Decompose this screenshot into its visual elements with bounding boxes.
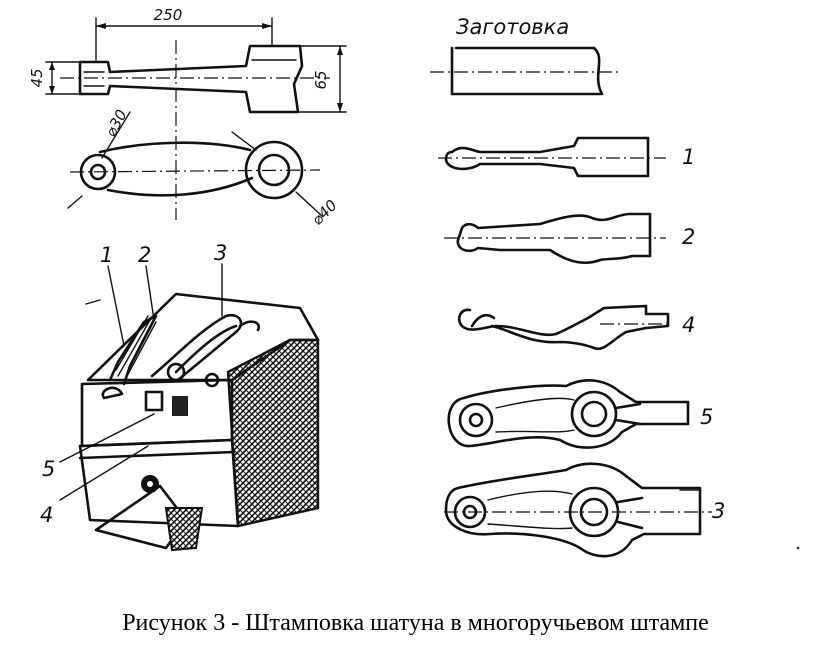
die-label-5: 5 xyxy=(42,457,55,481)
stage-blank: Заготовка xyxy=(430,15,622,96)
stage-label-4: 4 xyxy=(682,313,695,337)
dim-height-right-label: 65 xyxy=(312,70,330,89)
dim-height-left-label: 45 xyxy=(28,68,46,87)
stage-label-2: 2 xyxy=(682,225,695,249)
part-drawing: 250 45 65 ⌀30 xyxy=(28,6,347,229)
dimension-height-left: 45 xyxy=(28,61,81,95)
forging-die: 1 2 3 5 4 xyxy=(40,241,320,552)
dimension-length: 250 xyxy=(95,6,273,61)
die-label-4: 4 xyxy=(40,503,53,527)
part-plan-view: ⌀30 ⌀40 xyxy=(67,107,341,229)
stage-5: 5 xyxy=(447,379,713,449)
die-label-2: 2 xyxy=(138,243,151,267)
stage-1: 1 xyxy=(438,136,695,178)
dim-dia-large-label: ⌀40 xyxy=(308,196,341,229)
forging-stages: Заготовка 1 2 4 xyxy=(430,15,800,558)
figure-caption: Рисунок 3 - Штамповка шатуна в многоручь… xyxy=(122,610,709,636)
stage-4: 4 xyxy=(457,304,695,351)
dim-length-label: 250 xyxy=(154,6,183,24)
stage-label-3: 3 xyxy=(712,499,725,523)
stage-label-1: 1 xyxy=(682,145,695,169)
die-label-1: 1 xyxy=(100,243,113,267)
stage-3: 3 xyxy=(444,462,725,558)
dim-dia-small-label: ⌀30 xyxy=(102,107,131,140)
part-side-view xyxy=(60,40,330,220)
stage-2: 2 xyxy=(444,212,695,264)
diagram-figure: 250 45 65 ⌀30 xyxy=(28,6,800,558)
dimension-height-right: 65 xyxy=(297,45,347,113)
blank-label: Заготовка xyxy=(456,15,569,39)
die-label-3: 3 xyxy=(214,241,227,265)
stage-label-5: 5 xyxy=(700,405,713,429)
